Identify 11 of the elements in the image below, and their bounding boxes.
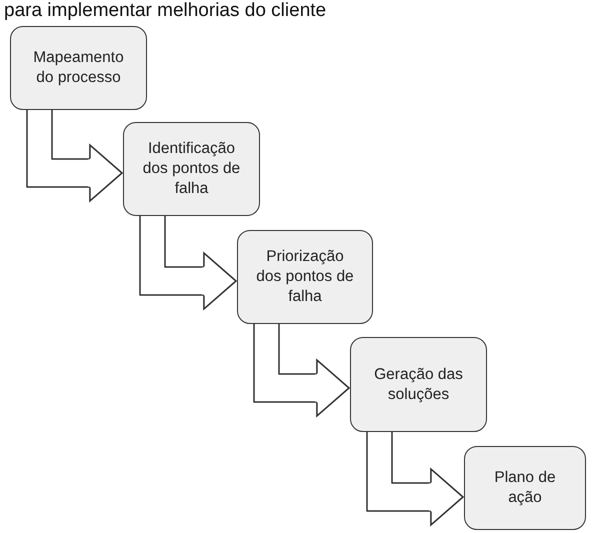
step-label: Geração das soluções bbox=[373, 364, 464, 404]
step-label: Plano de ação bbox=[493, 468, 557, 508]
step-label: Mapeamento do processo bbox=[32, 48, 125, 88]
process-box bbox=[464, 446, 586, 530]
step-label: Priorização dos pontos de falha bbox=[255, 247, 355, 307]
title: para implementar melhorias do cliente bbox=[4, 0, 326, 22]
process-box bbox=[237, 230, 373, 324]
process-box bbox=[10, 26, 147, 110]
process-box bbox=[350, 337, 487, 432]
step-label: Identificação dos pontos de falha bbox=[142, 139, 242, 199]
process-box bbox=[123, 122, 260, 216]
